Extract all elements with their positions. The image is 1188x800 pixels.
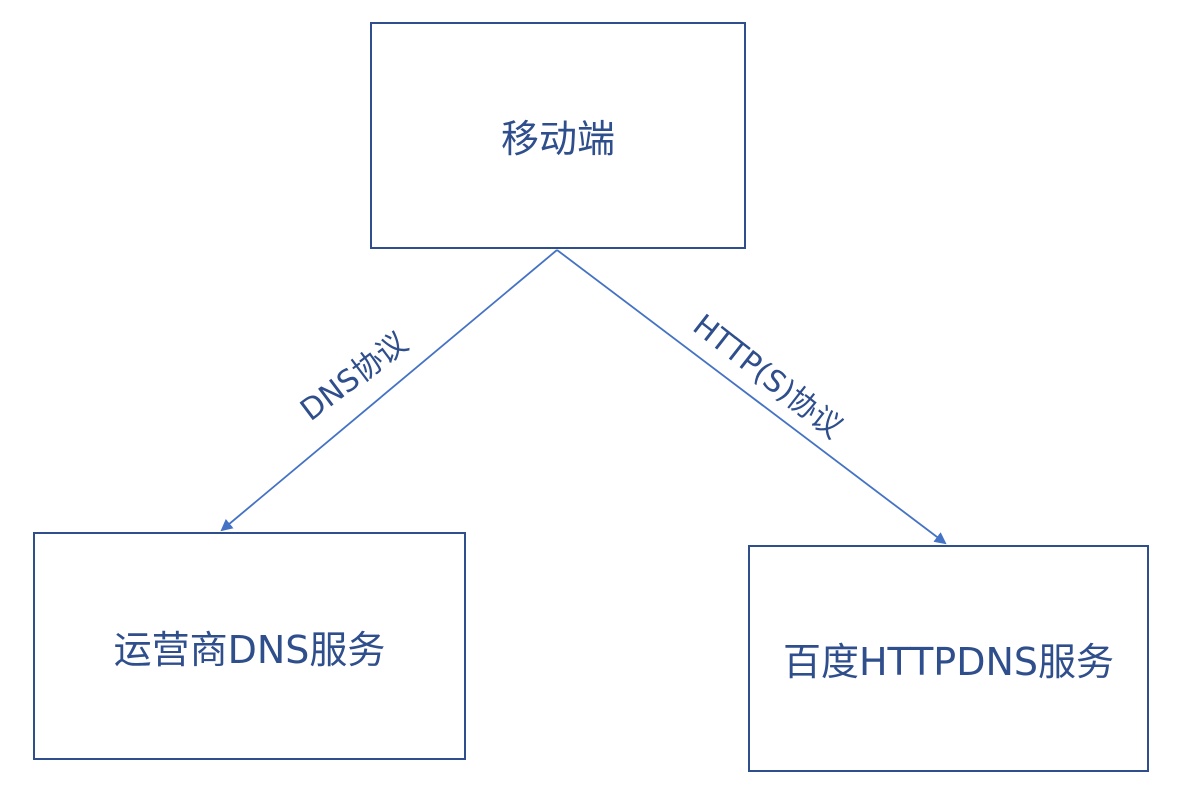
node-baidu-httpdns: 百度HTTPDNS服务 (748, 545, 1149, 772)
node-operator-dns: 运营商DNS服务 (33, 532, 466, 760)
node-operator-dns-label: 运营商DNS服务 (113, 627, 386, 672)
edge-dns-arrow (220, 249, 558, 532)
node-mobile-label: 移动端 (500, 117, 615, 161)
edge-https-arrow (556, 249, 947, 545)
node-mobile: 移动端 (370, 22, 746, 249)
node-baidu-httpdns-label: 百度HTTPDNS服务 (782, 640, 1115, 684)
